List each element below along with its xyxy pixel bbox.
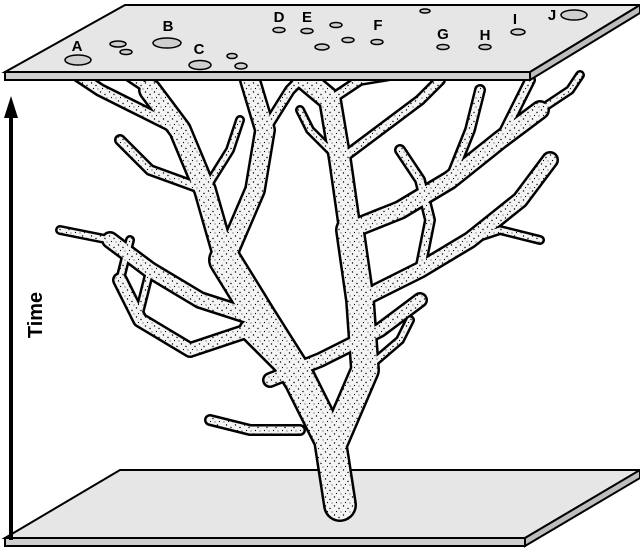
section-F (371, 40, 383, 45)
section-e2 (330, 23, 342, 28)
time-arrow-head (4, 96, 18, 118)
time-axis-label: Time (25, 292, 47, 338)
label-H: H (480, 27, 491, 44)
section-D (273, 28, 285, 33)
section-I (511, 29, 525, 35)
section-E (301, 29, 313, 34)
section-c2 (227, 54, 237, 59)
section-a2 (110, 41, 126, 47)
section-B (153, 38, 181, 48)
section-C (189, 61, 211, 70)
time-axis: Time (4, 96, 47, 540)
section-H (479, 45, 491, 50)
label-C: C (194, 41, 205, 58)
label-D: D (274, 9, 285, 26)
section-G (437, 45, 449, 50)
top-plane: A B C D E F G H I J (5, 5, 640, 80)
label-J: J (548, 7, 556, 24)
label-I: I (513, 11, 517, 28)
branching-tree (60, 70, 580, 505)
label-F: F (373, 17, 382, 34)
section-a3 (120, 50, 132, 55)
section-J (561, 10, 587, 20)
section-e3 (342, 38, 354, 43)
section-f2 (420, 9, 430, 13)
label-A: A (72, 38, 83, 55)
label-E: E (302, 9, 312, 26)
section-c3 (235, 63, 247, 69)
label-B: B (163, 18, 174, 35)
label-G: G (437, 26, 449, 43)
section-A (65, 55, 91, 65)
section-e4 (315, 44, 329, 50)
